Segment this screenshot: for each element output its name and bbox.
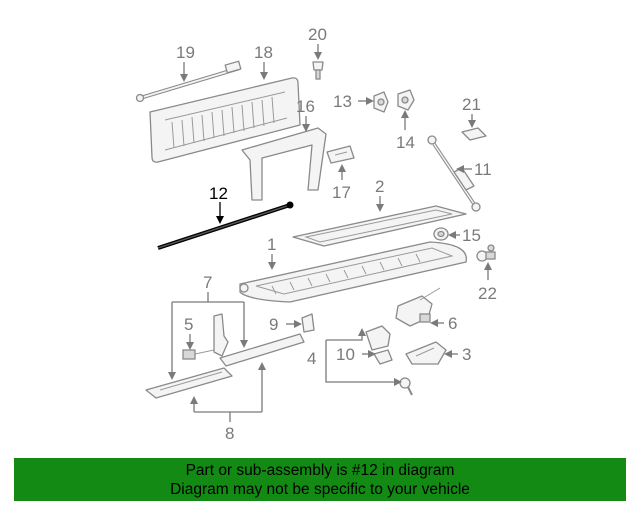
part-19-rod (135, 60, 242, 103)
callout-19: 19 (176, 43, 195, 62)
callout-1: 1 (267, 235, 276, 254)
banner-line-2: Diagram may not be specific to your vehi… (170, 481, 470, 498)
part-info-banner: Part or sub-assembly is #12 in diagram D… (14, 458, 626, 501)
callout-14: 14 (396, 133, 415, 152)
part-3-bezel (405, 341, 447, 365)
callout-4: 4 (307, 349, 316, 368)
leader-lines (168, 44, 492, 422)
callout-11: 11 (474, 160, 492, 179)
part-11-cable (427, 135, 481, 212)
part-9-clip (301, 313, 315, 333)
callout-12: 12 (209, 184, 228, 203)
part-15-plug (433, 227, 449, 241)
part-7-rod-assembly (145, 333, 305, 399)
callout-5: 5 (184, 315, 193, 334)
part-22-bolt (476, 244, 496, 262)
callout-labels: 19 18 20 16 17 13 14 21 11 2 12 15 22 1 … (176, 25, 497, 443)
callout-13: 13 (333, 92, 352, 111)
callout-22: 22 (478, 284, 497, 303)
part-14-hinge (397, 89, 415, 111)
callout-7: 7 (203, 273, 212, 292)
callout-16: 16 (296, 97, 315, 116)
part-6-latch (395, 287, 441, 327)
part-20-bolt (312, 61, 324, 80)
part-5-link (182, 313, 229, 360)
callout-9: 9 (269, 315, 278, 334)
part-17-clip (326, 145, 355, 164)
callout-21: 21 (462, 95, 481, 114)
part-18-panel (149, 77, 301, 163)
part-16-frame (241, 127, 327, 201)
part-10-bracket (365, 325, 393, 365)
callout-8: 8 (225, 424, 234, 443)
part-2-strip (292, 205, 467, 247)
banner-line-1: Part or sub-assembly is #12 in diagram (185, 462, 455, 479)
callout-2: 2 (375, 177, 384, 196)
callout-15: 15 (462, 226, 481, 245)
callout-17: 17 (332, 183, 351, 202)
callout-3: 3 (462, 345, 471, 364)
part-1-tailgate (239, 241, 467, 303)
callout-20: 20 (308, 25, 327, 44)
part-12-seal (157, 201, 294, 250)
part-4-screw (399, 377, 413, 396)
callout-10: 10 (336, 345, 355, 364)
callout-6: 6 (448, 314, 457, 333)
part-13-hinge (373, 91, 389, 113)
part-21-bumper (461, 127, 487, 141)
callout-18: 18 (254, 43, 273, 62)
